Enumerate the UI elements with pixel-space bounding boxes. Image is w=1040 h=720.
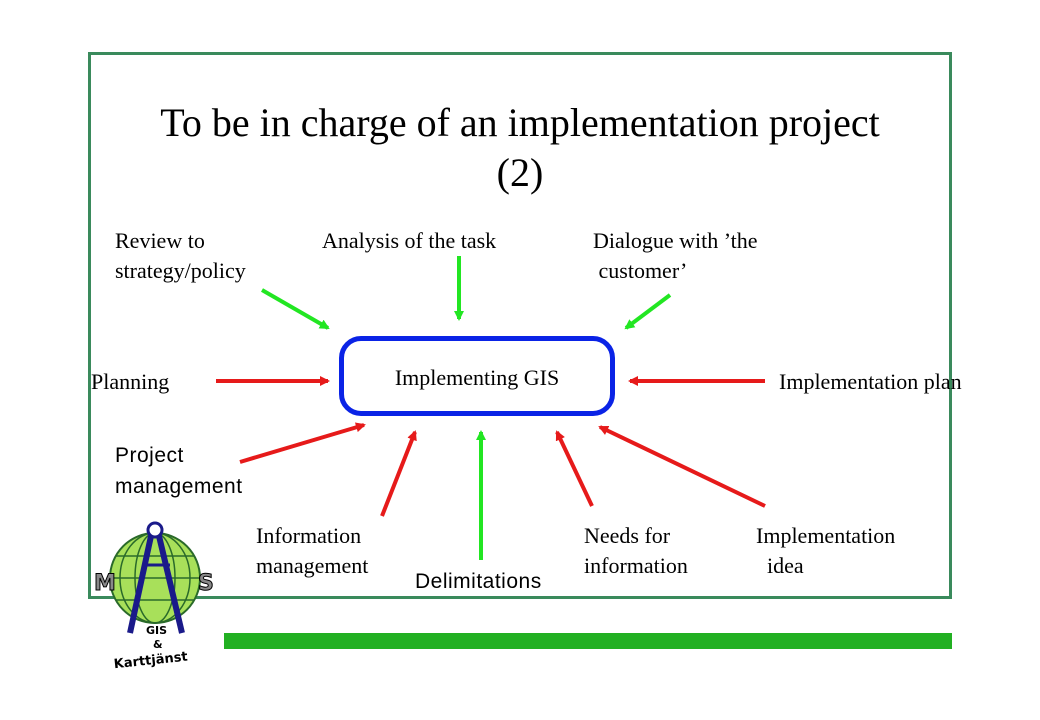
label-review-line1: Review to xyxy=(115,228,205,253)
label-planning: Planning xyxy=(91,369,170,394)
label-dialogue-line2: customer’ xyxy=(593,258,688,283)
logo-text-amp: & xyxy=(153,638,163,651)
arrow-dialogue xyxy=(624,293,672,330)
center-node-label: Implementing GIS xyxy=(394,365,560,390)
arrow-project-management xyxy=(239,422,366,464)
label-project-management-line1: Project xyxy=(115,444,184,467)
label-dialogue-line1: Dialogue with ’the xyxy=(593,228,758,253)
label-information-management-line2: management xyxy=(256,553,369,578)
label-project-management-line2: management xyxy=(115,475,243,498)
logo-text-karttjanst: Karttjänst xyxy=(113,650,188,673)
label-implementation-idea-line1: Implementation xyxy=(756,523,896,548)
arrow-implementation-idea xyxy=(598,425,766,508)
arrow-review xyxy=(261,288,330,330)
label-implementation-plan: Implementation plan xyxy=(779,369,962,394)
logo-text-gis: GIS xyxy=(146,624,167,637)
logo-letter-right: S xyxy=(198,571,214,596)
label-information-management-line1: Information xyxy=(256,523,362,548)
center-node: Implementing GIS xyxy=(339,336,615,416)
slide-title-suffix: (2) xyxy=(496,150,544,195)
label-delimitations: Delimitations xyxy=(415,570,542,593)
label-needs-line1: Needs for xyxy=(584,523,671,548)
gis-karttjanst-logo: M S GIS & Karttjänst xyxy=(94,521,214,673)
slide-title: To be in charge of an implementation pro… xyxy=(160,100,880,145)
slide-frame xyxy=(88,52,952,599)
logo-letter-left: M xyxy=(94,571,116,596)
label-analysis: Analysis of the task xyxy=(322,228,497,253)
arrow-needs xyxy=(555,430,594,507)
label-review-line2: strategy/policy xyxy=(115,258,246,283)
arrow-information-management xyxy=(380,430,417,517)
decorative-green-bar xyxy=(224,633,952,649)
label-implementation-idea-line2: idea xyxy=(756,553,804,578)
label-needs-line2: information xyxy=(584,553,688,578)
